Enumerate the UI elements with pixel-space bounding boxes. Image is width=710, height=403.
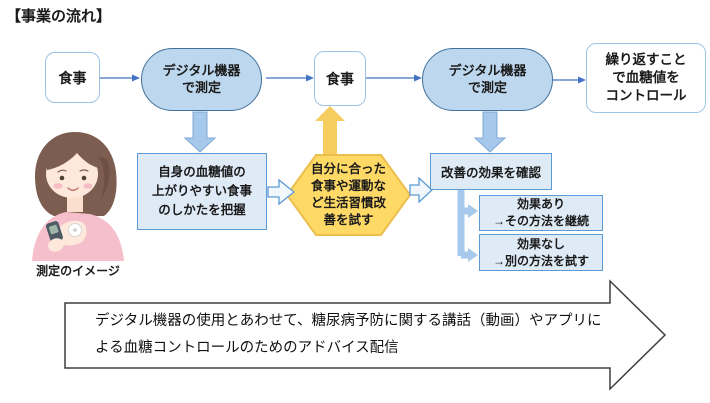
digital-measure-node-2: デジタル機器 で測定 [422, 48, 553, 111]
illustration-caption: 測定のイメージ [36, 264, 120, 278]
down-block-arrows [183, 111, 507, 153]
banner-text-line-2: よる血糖コントロールのためのアドバイス配信 [95, 340, 399, 356]
effective-result-box: 効果あり →その方法を継続 [479, 195, 603, 231]
yellow-up-arrow [315, 106, 345, 158]
bracket-connector [457, 190, 478, 262]
no-effect-result-box: 効果なし →別の方法を試す [479, 234, 603, 271]
understand-meals-box: 自身の血糖値の 上がりやすい食事 のしかたを把握 [137, 153, 267, 230]
woman-figure [32, 132, 124, 261]
page-title: 【事業の流れ】 [6, 8, 112, 25]
repeat-control-box: 繰り返すこと で血糖値を コントロール [586, 43, 706, 113]
measurement-illustration [32, 132, 124, 261]
digital-measure-node-1: デジタル機器 で測定 [141, 48, 262, 111]
reader-device [45, 221, 63, 243]
meal-box-2: 食事 [314, 51, 366, 106]
banner-text-line-1: デジタル機器の使用とあわせて、糖尿病予防に関する講話（動画）やアプリに [95, 313, 602, 329]
banner-arrow-shape [64, 279, 667, 391]
meal-box-1: 食事 [45, 52, 100, 103]
lifestyle-try-hexagon-label: 自分に合った 食事や運動な ど生活習慣改 善を試す [310, 161, 386, 228]
check-effect-box: 改善の効果を確認 [430, 153, 552, 190]
